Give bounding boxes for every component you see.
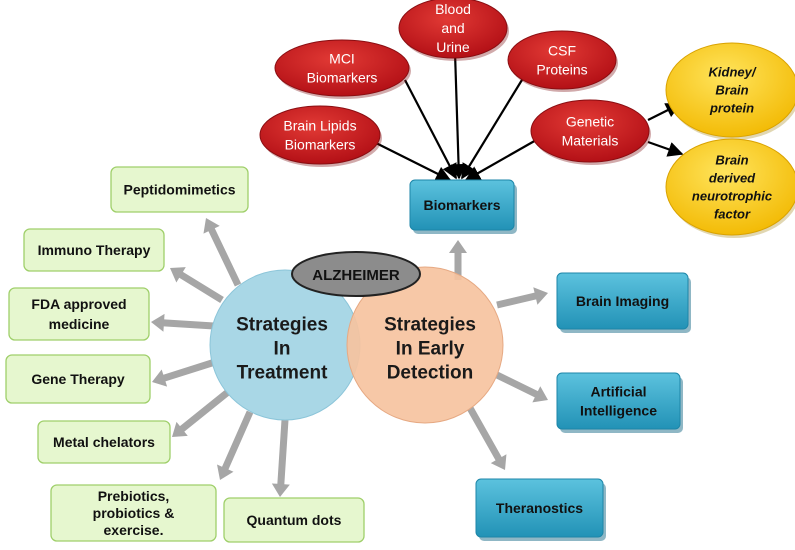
arrow-csf-to-biomarkers [461,74,526,180]
prebiotics-box-line: Prebiotics, [98,488,170,504]
detection-circle [346,266,504,424]
metal-box-line: Metal chelators [53,434,155,450]
gray-arrow-to-theranostics [466,406,507,470]
blood-oval-line: and [441,20,464,36]
arrow-genetic-to-bdnf [647,140,684,157]
bdnf-oval-line: Brain [715,153,748,168]
black-arrows [369,51,684,181]
csf-oval-line: CSF [548,42,576,58]
prebiotics-box-line: exercise. [104,522,164,538]
treatment-label-line: Treatment [237,363,328,384]
fda-box-line: FDA approved [31,296,126,312]
biomarkers-box: Biomarkers [409,179,517,234]
alzheimer-oval: ALZHEIMER [291,251,421,297]
imaging-box: Brain Imaging [556,272,691,333]
fda-box: FDA approved medicine [8,287,150,341]
mci-oval-line: Biomarkers [307,69,378,85]
gray-arrow-to-biomarkers [449,240,467,280]
arrow-genetic-to-biomarkers [464,134,546,181]
gene-box-line: Gene Therapy [31,371,125,387]
peptidomimetics-box: Peptidomimetics [110,166,249,213]
biomarkers-box-line: Biomarkers [423,197,500,213]
arrow-mci-to-biomarkers [404,79,457,180]
lipids-oval-line: Biomarkers [285,136,356,152]
imaging-box-line: Brain Imaging [576,293,669,309]
mci-oval: MCI Biomarkers [274,39,411,99]
gray-arrow-to-prebiotics [217,410,254,480]
metal-box: Metal chelators [37,420,171,464]
kidney-oval-line: Brain [715,83,748,98]
gray-arrow-to-immuno [170,267,224,303]
detection-label-line: Detection [387,363,474,384]
detection-label-line: Strategies [384,315,476,336]
prebiotics-box-line: probiotics & [93,505,175,521]
peptidomimetics-box-line: Peptidomimetics [123,181,235,197]
kidney-oval-line: Kidney/ [709,65,757,80]
gray-arrow-to-metal [172,389,231,437]
gray-arrow-to-ai [495,371,548,403]
csf-oval-line: Proteins [536,61,587,77]
kidney-oval-line: protein [709,101,754,116]
immuno-box-line: Immuno Therapy [38,242,151,258]
bdnf-oval-line: neurotrophic [692,189,773,204]
blood-oval-line: Blood [435,1,471,17]
alzheimer-label: ALZHEIMER [312,267,400,284]
detection-label-line: In Early [396,339,465,360]
genetic-oval-line: Materials [562,132,619,148]
gray-arrow-to-gene [152,358,217,387]
bdnf-oval-line: factor [714,207,751,222]
genetic-oval-line: Genetic [566,113,614,129]
blood-oval-line: Urine [436,39,470,55]
theranostics-box-line: Theranostics [496,500,583,516]
arrow-blood-to-biomarkers [450,51,467,180]
gray-arrow-to-quantum [271,419,290,497]
bdnf-oval-line: derived [709,171,756,186]
quantum-box-line: Quantum dots [247,512,342,528]
treatment-label-line: In [274,339,291,360]
immuno-box: Immuno Therapy [23,228,165,272]
treatment-label-line: Strategies [236,315,328,336]
gray-arrows [151,218,548,497]
theranostics-box: Theranostics [475,478,606,541]
prebiotics-box: Prebiotics,probiotics &exercise. [50,484,217,542]
lipids-oval-line: Brain Lipids [283,117,356,133]
gray-arrow-to-fda [151,313,215,332]
kidney-oval: Kidney/Brain protein [665,42,795,140]
gray-arrow-to-peptidomimetics [203,218,242,287]
gene-box: Gene Therapy [5,354,151,404]
arrow-lipids-to-biomarkers [369,139,452,181]
ai-box-line: Artificial [590,383,646,399]
bdnf-oval: Brain derived neurotrophic factor [665,138,795,238]
quantum-box: Quantum dots [223,497,365,543]
gray-arrow-to-imaging [496,287,548,309]
fda-box-line: medicine [49,316,110,332]
ai-box-line: Intelligence [580,402,657,418]
mci-oval-line: MCI [329,50,355,66]
csf-oval: CSF Proteins [507,30,618,92]
